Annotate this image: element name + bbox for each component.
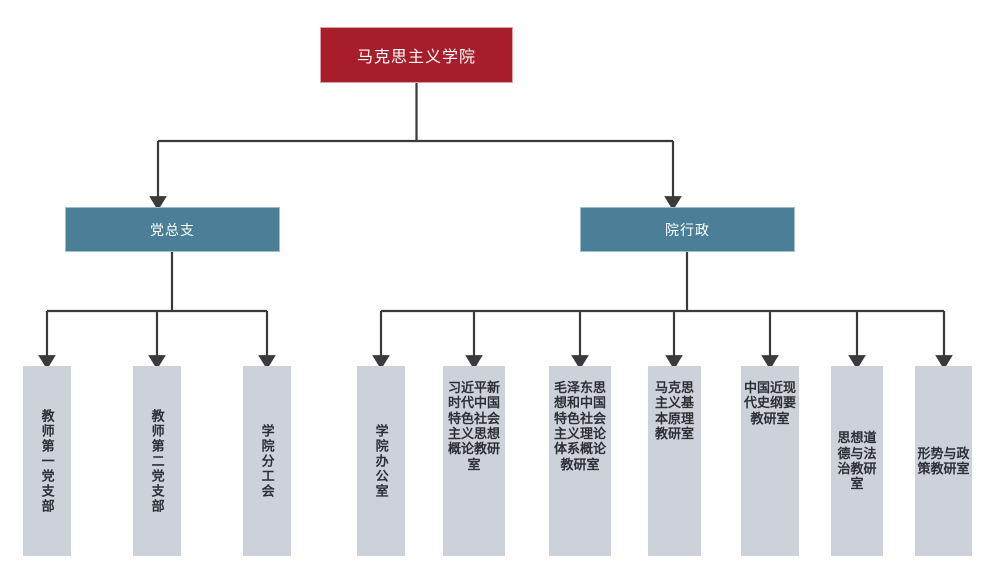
- org-node-party-label: 党总支: [150, 221, 195, 238]
- org-node-modern-chinese-history[interactable]: 中国近现代史纲要教研室: [741, 366, 799, 556]
- org-node-xi-jinping-thought[interactable]: 习近平新时代中国特色社会主义思想概论教研室: [443, 366, 505, 556]
- org-node-marxism-basics[interactable]: 马克思主义基本原理教研室: [648, 366, 701, 556]
- org-node-ethics-and-law[interactable]: 思想道德与法治教研室: [831, 366, 883, 556]
- org-node-mao-zedong-thought-label: 毛泽东思想和中国特色社会主义理论体系概论教研室: [553, 380, 606, 472]
- org-node-situation-and-policy-label: 形势与政策教研室: [917, 445, 970, 476]
- org-node-modern-chinese-history-label: 中国近现代史纲要教研室: [743, 380, 796, 426]
- org-node-xi-jinping-thought-label: 习近平新时代中国特色社会主义思想概论教研室: [447, 380, 500, 472]
- org-node-admin[interactable]: 院行政: [580, 207, 795, 252]
- org-node-party[interactable]: 党总支: [65, 207, 280, 252]
- org-node-teacher-branch-2-label: 教师第二党支部: [149, 408, 165, 514]
- org-node-root[interactable]: 马克思主义学院: [320, 27, 513, 83]
- org-node-teacher-branch-1[interactable]: 教师第一党支部: [23, 366, 71, 556]
- org-node-college-office-label: 学院办公室: [373, 423, 389, 499]
- org-node-root-label: 马克思主义学院: [356, 49, 476, 66]
- org-node-teacher-branch-2[interactable]: 教师第二党支部: [133, 366, 181, 556]
- org-node-marxism-basics-label: 马克思主义基本原理教研室: [654, 380, 694, 441]
- org-node-teacher-branch-1-label: 教师第一党支部: [39, 408, 55, 514]
- org-node-college-office[interactable]: 学院办公室: [357, 366, 405, 556]
- org-node-college-union[interactable]: 学院分工会: [243, 366, 291, 556]
- org-node-college-union-label: 学院分工会: [259, 423, 275, 499]
- org-node-admin-label: 院行政: [665, 221, 710, 238]
- org-node-ethics-and-law-label: 思想道德与法治教研室: [837, 430, 877, 492]
- org-node-situation-and-policy[interactable]: 形势与政策教研室: [915, 366, 972, 556]
- org-node-mao-zedong-thought[interactable]: 毛泽东思想和中国特色社会主义理论体系概论教研室: [549, 366, 611, 556]
